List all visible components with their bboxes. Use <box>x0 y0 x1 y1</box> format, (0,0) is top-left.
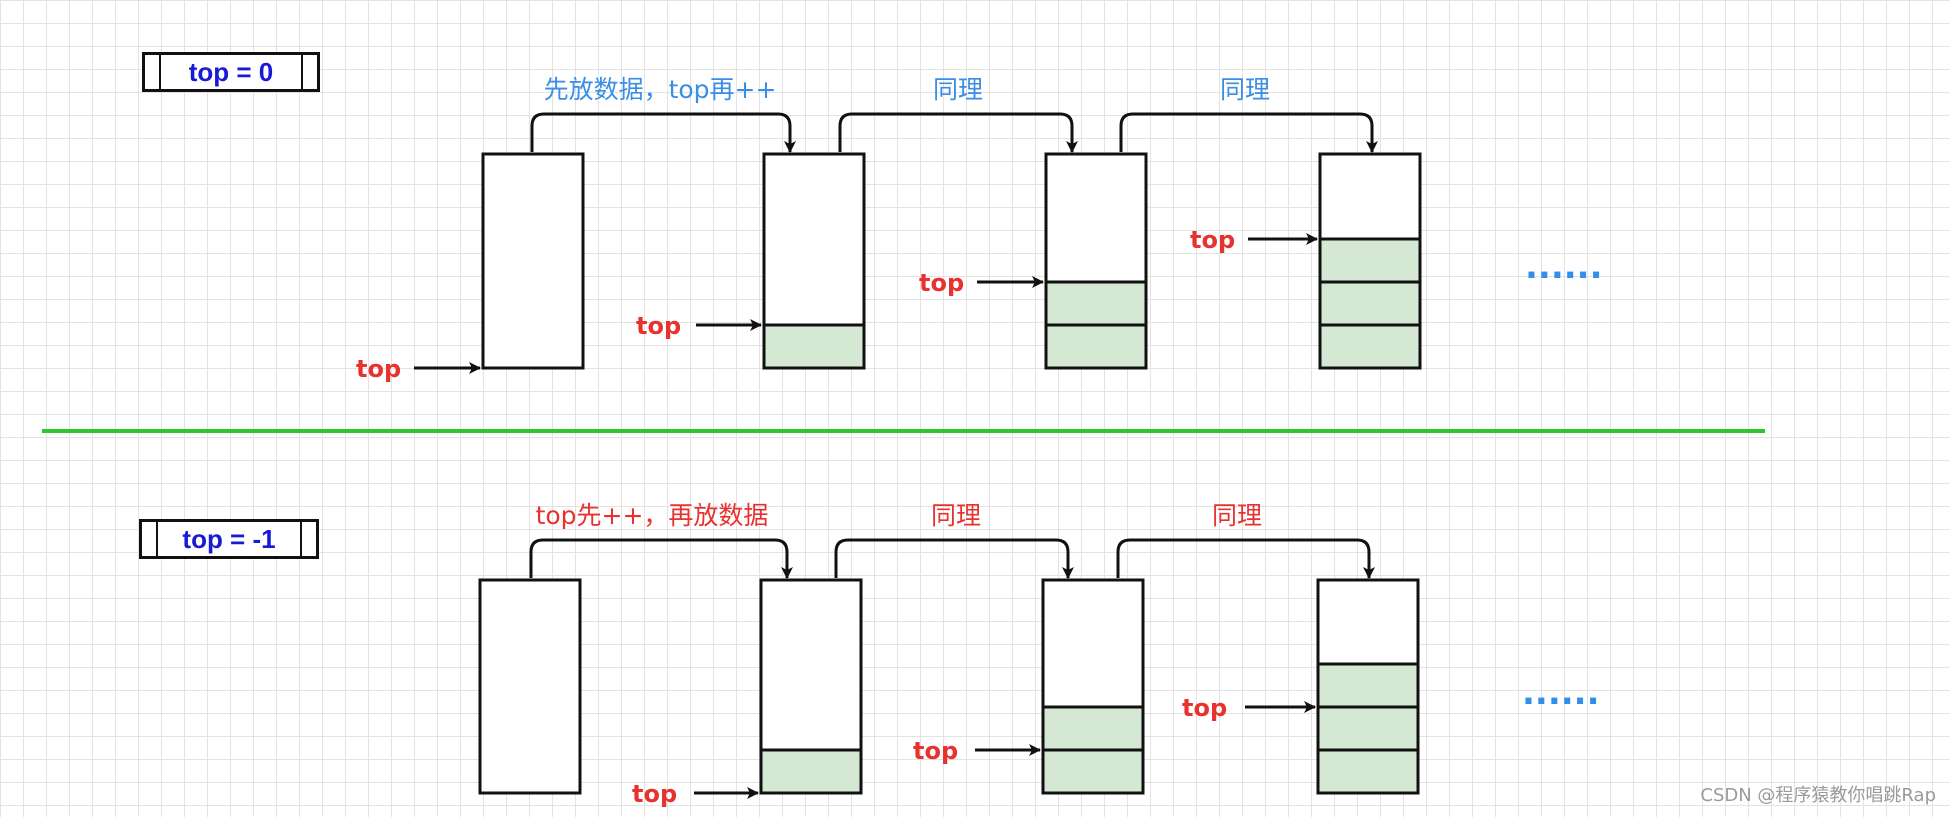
svg-text:top: top <box>632 780 677 808</box>
step-arrow-1 <box>530 112 796 153</box>
svg-text:top: top <box>356 355 401 383</box>
top-pointer-4: top <box>1190 226 1318 254</box>
stack-1 <box>481 152 585 370</box>
top-pointer-1: top <box>356 355 481 383</box>
stack-cell <box>1041 748 1145 795</box>
step-arrow-3 <box>1119 112 1378 153</box>
top-pointer-2: top <box>636 312 762 340</box>
svg-text:top: top <box>636 312 681 340</box>
top-pointer-3: top <box>913 737 1041 765</box>
ellipsis: ...... <box>1525 247 1603 287</box>
panel-bottom: top先++，再放数据 同理 同理 top top <box>478 501 1600 808</box>
svg-text:top: top <box>919 269 964 297</box>
stack-cell <box>1318 280 1422 327</box>
mode-label: top = 0 <box>188 56 274 87</box>
step-arrow-3 <box>1116 538 1375 579</box>
svg-text:top: top <box>913 737 958 765</box>
stack-4 <box>1316 578 1420 795</box>
mode-label-box-top: top = 0 <box>142 52 320 92</box>
step-label-1: 先放数据，top再++ <box>544 75 777 104</box>
top-pointer-4: top <box>1182 694 1316 722</box>
step-label-2: 同理 <box>931 501 981 530</box>
panel-top: 先放数据，top再++ 同理 同理 top <box>356 75 1603 383</box>
stack-cell <box>1316 662 1420 709</box>
step-arrow-1 <box>529 538 793 579</box>
stack-3 <box>1044 152 1148 370</box>
stack-2 <box>762 152 866 370</box>
step-label-2: 同理 <box>933 75 983 104</box>
stack-1 <box>478 578 582 795</box>
top-pointer-3: top <box>919 269 1044 297</box>
stack-cell <box>1318 323 1422 370</box>
step-label-1: top先++，再放数据 <box>536 501 769 530</box>
watermark: CSDN @程序猿教你唱跳Rap <box>1700 785 1936 806</box>
stack-cell <box>1041 705 1145 752</box>
stack-4 <box>1318 152 1422 370</box>
mode-label-box-bottom: top = -1 <box>139 519 319 559</box>
step-arrow-2 <box>834 538 1074 579</box>
step-label-3: 同理 <box>1220 75 1270 104</box>
stack-3 <box>1041 578 1145 795</box>
stack-cell <box>1044 280 1148 327</box>
stack-2 <box>759 578 863 795</box>
step-label-3: 同理 <box>1212 501 1262 530</box>
ellipsis: ...... <box>1522 673 1600 713</box>
stack-cell <box>759 748 863 795</box>
step-arrow-2 <box>838 112 1078 153</box>
stack-cell <box>1316 705 1420 752</box>
stack-cell <box>1316 748 1420 795</box>
stack-cell <box>762 323 866 370</box>
top-pointer-2: top <box>632 780 759 808</box>
stack-cell <box>1318 237 1422 284</box>
mode-label: top = -1 <box>182 523 276 554</box>
stack-cell <box>1044 323 1148 370</box>
svg-text:top: top <box>1182 694 1227 722</box>
svg-text:top: top <box>1190 226 1235 254</box>
